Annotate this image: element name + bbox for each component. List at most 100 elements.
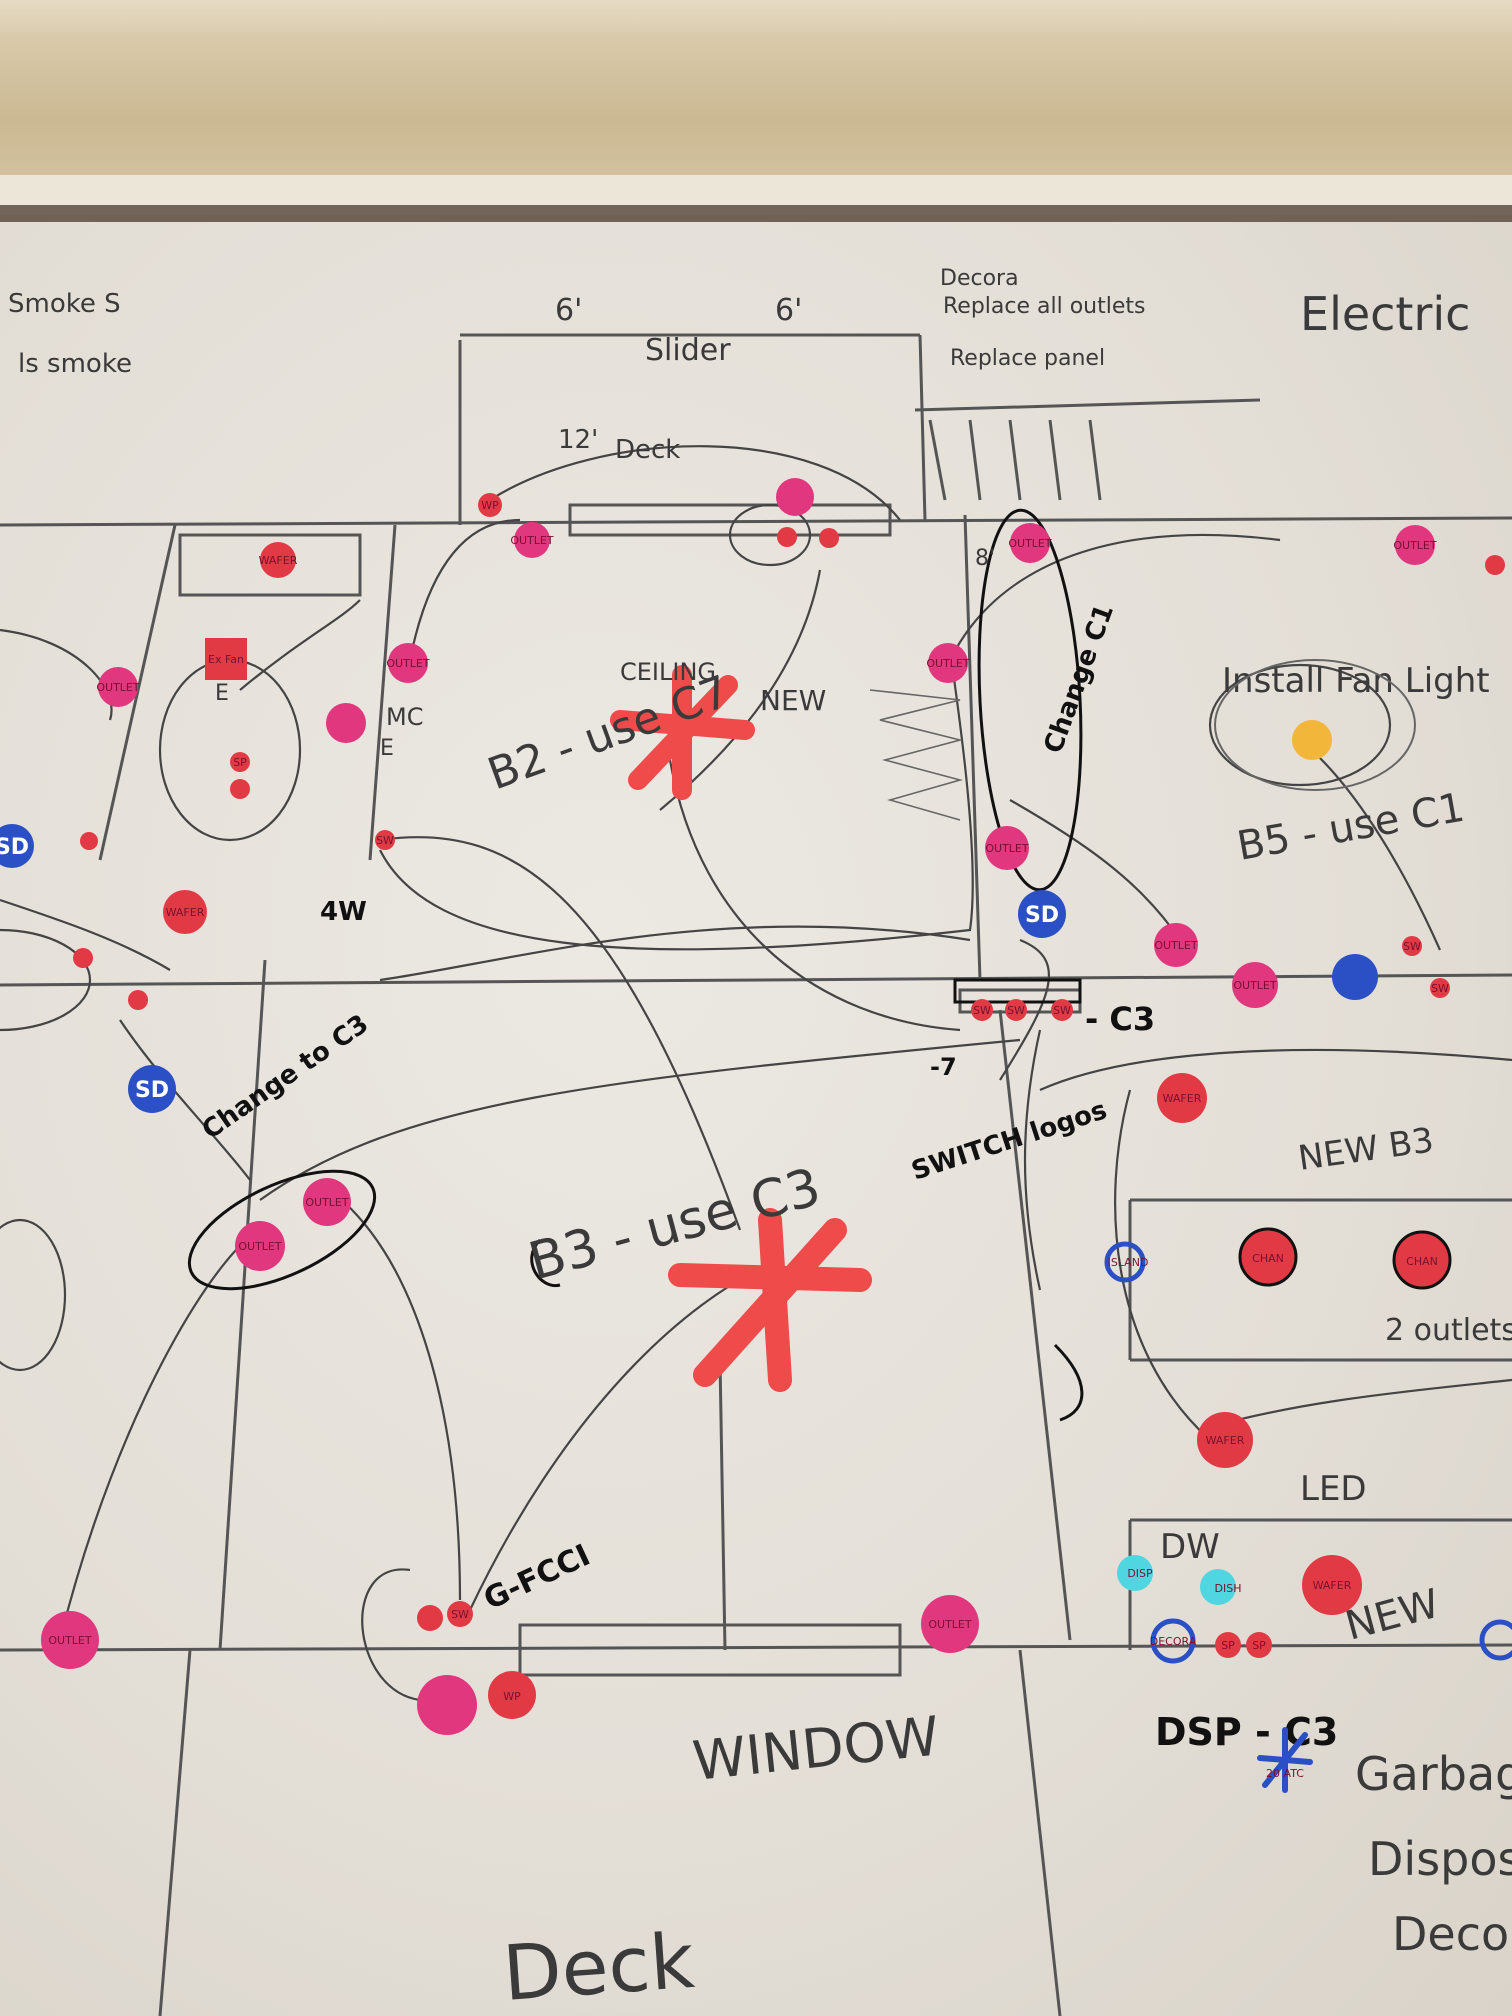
outlet-sticker: [417, 1675, 477, 1735]
disp-sticker: DISP: [1117, 1555, 1153, 1591]
note-4w: 4W: [320, 897, 367, 927]
smoke-detector-sticker: [1332, 954, 1378, 1000]
switch-sticker: SW: [1430, 978, 1450, 998]
note-b5: B5 - use C1: [1234, 785, 1468, 870]
svg-text:WAFER: WAFER: [259, 554, 298, 567]
switch-sticker: SP: [1246, 1632, 1272, 1658]
note-new-top: NEW: [760, 684, 826, 717]
note-slider: Slider: [645, 333, 731, 368]
svg-text:SW: SW: [376, 834, 394, 847]
note-window: WINDOW: [690, 1704, 942, 1792]
chandelier-stickers: CHAN CHAN: [1238, 1227, 1452, 1290]
switch-sticker: SW: [375, 830, 395, 850]
chandelier-sticker: CHAN: [1392, 1230, 1452, 1290]
outlet-sticker: OUTLET: [1393, 525, 1437, 565]
decora-sticker: DECORA: [1150, 1618, 1197, 1664]
note-c7-arrow: -7: [930, 1053, 957, 1081]
svg-text:SP: SP: [233, 756, 247, 769]
outlet-sticker: OUTLET: [96, 667, 140, 707]
smoke-detector-sticker: SD: [128, 1065, 176, 1113]
note-decora: Decora: [940, 266, 1019, 291]
note-deck-bottom: Deck: [500, 1916, 697, 2016]
svg-text:OUTLET: OUTLET: [48, 1634, 92, 1647]
twenty-amp-sticker: 20 ATC: [1257, 1727, 1313, 1793]
right-edge-decora: [1479, 1619, 1512, 1661]
outlet-sticker: OUTLET: [926, 643, 970, 683]
ex-fan-sticker: Ex Fan: [205, 638, 247, 680]
note-install-fan-light: Install Fan Light: [1222, 661, 1490, 701]
wafer-sticker: WAFER: [1197, 1412, 1253, 1468]
switch-sticker: WP: [478, 493, 502, 517]
svg-text:SW: SW: [1007, 1004, 1025, 1017]
svg-text:OUTLET: OUTLET: [1393, 539, 1437, 552]
outlet-sticker: OUTLET: [1154, 923, 1198, 967]
switch-sticker: [819, 528, 839, 548]
note-deck-top: Deck: [615, 435, 680, 465]
outlet-sticker: OUTLET: [1232, 962, 1278, 1008]
svg-text:OUTLET: OUTLET: [928, 1618, 972, 1631]
switch-sticker: SW: [971, 999, 993, 1021]
svg-text:SW: SW: [1431, 982, 1449, 995]
svg-text:OUTLET: OUTLET: [305, 1196, 349, 1209]
outlet-sticker: OUTLET: [41, 1611, 99, 1669]
outlet-sticker: OUTLET: [386, 643, 430, 683]
svg-text:OUTLET: OUTLET: [510, 534, 554, 547]
svg-text:OUTLET: OUTLET: [96, 681, 140, 694]
switch-sticker: SW: [1402, 936, 1422, 956]
outlet-sticker: [326, 703, 366, 743]
outlet-sticker: OUTLET: [985, 826, 1029, 870]
kitchen-stickers: DISP DISH DECORA ISLAND 20 ATC: [1104, 1241, 1512, 1793]
wafer-sticker: WAFER: [163, 890, 207, 934]
switch-sticker: [1485, 555, 1505, 575]
outlet-sticker: OUTLET: [510, 522, 554, 558]
switch-sticker: SW: [447, 1601, 473, 1627]
svg-text:CHAN: CHAN: [1252, 1252, 1284, 1265]
note-replace-panel: Replace panel: [950, 346, 1105, 371]
svg-text:OUTLET: OUTLET: [386, 657, 430, 670]
note-gfci: G-FCCI: [479, 1538, 596, 1617]
switch-sticker: SW: [1005, 999, 1027, 1021]
switch-sticker: SP: [1215, 1632, 1241, 1658]
outlet-sticker: OUTLET: [303, 1178, 351, 1226]
pencil-scribble: [869, 689, 964, 821]
dish-sticker: DISH: [1200, 1569, 1241, 1605]
svg-text:SW: SW: [1403, 940, 1421, 953]
marker-outlines: [187, 508, 1084, 1422]
switch-sticker: SP: [230, 752, 250, 772]
svg-text:SD: SD: [1025, 903, 1059, 928]
note-change-c1: Change C1: [1038, 600, 1120, 757]
svg-text:DISP: DISP: [1127, 1567, 1153, 1580]
svg-text:OUTLET: OUTLET: [1233, 979, 1277, 992]
note-mc: MC: [386, 703, 423, 731]
svg-text:OUTLET: OUTLET: [926, 657, 970, 670]
outlet-sticker: OUTLET: [1008, 523, 1052, 563]
switch-sticker: [80, 832, 98, 850]
wafer-sticker: WAFER: [1302, 1555, 1362, 1615]
svg-text:SW: SW: [1053, 1004, 1071, 1017]
note-ceiling: CEILING: [620, 658, 716, 686]
note-disp-c3: DSP - C3: [1155, 1710, 1338, 1754]
note-deco: Deco: [1392, 1907, 1509, 1961]
note-electric-title: Electric: [1300, 287, 1470, 341]
svg-text:OUTLET: OUTLET: [1008, 537, 1052, 550]
svg-text:Ex Fan: Ex Fan: [208, 653, 244, 666]
note-replace-outlets: Replace all outlets: [943, 294, 1145, 319]
switch-sticker: [417, 1605, 443, 1631]
note-slider-dim-left: 6': [555, 293, 582, 328]
note-e2: E: [380, 736, 394, 761]
note-eight: 8': [975, 546, 995, 571]
note-smoke-s: Smoke S: [8, 289, 121, 319]
note-slider-dim-right: 6': [775, 293, 802, 328]
switch-sticker: [73, 948, 93, 968]
wp-outlet-sticker: WP: [488, 1671, 536, 1719]
svg-text:SW: SW: [973, 1004, 991, 1017]
wafer-sticker: WAFER: [1157, 1073, 1207, 1123]
smoke-detector-sticker: SD: [1018, 890, 1066, 938]
note-garbage: Garbage: [1355, 1747, 1512, 1801]
svg-text:SD: SD: [135, 1078, 169, 1103]
switch-sticker: [230, 779, 250, 799]
red-asterisk-1: [610, 665, 755, 800]
red-asterisk-2: [668, 1208, 872, 1392]
svg-text:OUTLET: OUTLET: [238, 1240, 282, 1253]
